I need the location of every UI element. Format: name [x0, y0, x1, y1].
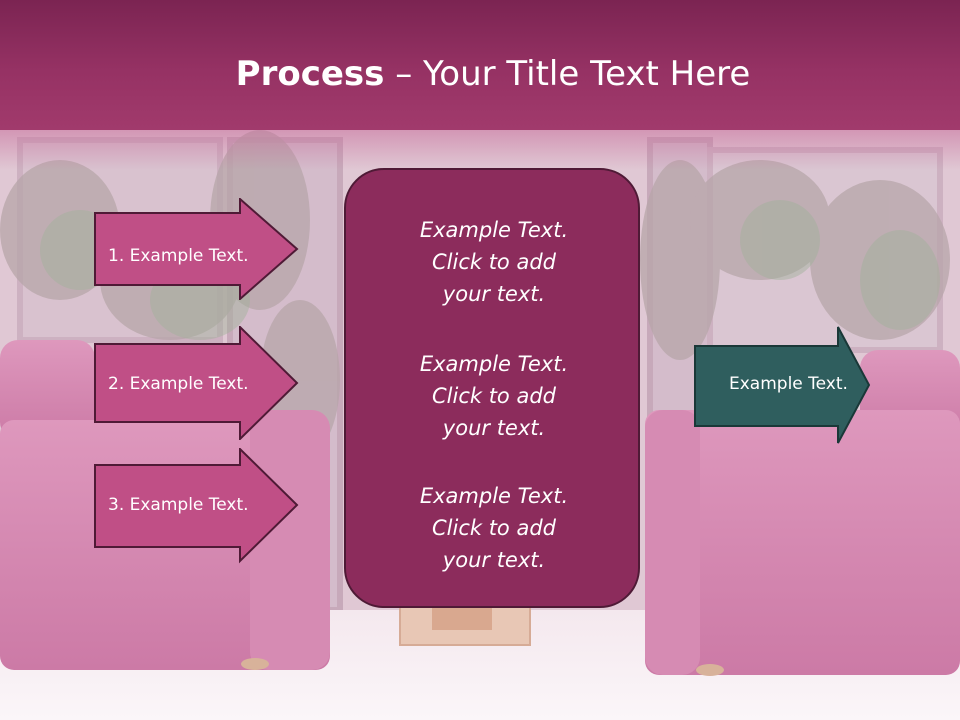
center-paragraph-1-line-3: your text.	[442, 282, 546, 306]
center-text-box[interactable]: Example Text. Click to add your text. Ex…	[344, 168, 640, 608]
header-fade	[0, 130, 960, 170]
left-arrow-1-label: 1. Example Text.	[108, 246, 249, 266]
center-paragraph-1-line-1: Example Text.	[419, 218, 569, 242]
center-paragraph-1-line-2: Click to add	[431, 250, 556, 274]
center-paragraph-3-line-3: your text.	[442, 548, 546, 572]
left-arrow-2-label: 2. Example Text.	[108, 374, 249, 394]
center-paragraph-3-line-1: Example Text.	[419, 484, 569, 508]
left-arrow-3-label: 3. Example Text.	[108, 495, 249, 515]
left-arrow-2[interactable]	[94, 326, 300, 440]
center-paragraph-2-line-3: your text.	[442, 416, 546, 440]
center-paragraph-2-line-1: Example Text.	[419, 352, 569, 376]
center-paragraph-2: Example Text. Click to add your text.	[346, 348, 642, 444]
header-band	[0, 0, 960, 130]
title-bold: Process	[235, 54, 385, 94]
title-rest: Your Title Text Here	[423, 54, 751, 94]
left-arrow-1[interactable]	[94, 198, 300, 300]
right-arrow-label: Example Text.	[729, 374, 848, 394]
center-paragraph-1: Example Text. Click to add your text.	[346, 214, 642, 310]
center-paragraph-3-line-2: Click to add	[431, 516, 556, 540]
center-paragraph-3: Example Text. Click to add your text.	[346, 480, 642, 576]
right-arrow[interactable]	[694, 326, 872, 444]
title-separator: –	[384, 54, 424, 94]
left-arrow-3[interactable]	[94, 448, 300, 564]
slide-title: Process – Your Title Text Here	[0, 52, 960, 96]
center-paragraph-2-line-2: Click to add	[431, 384, 556, 408]
